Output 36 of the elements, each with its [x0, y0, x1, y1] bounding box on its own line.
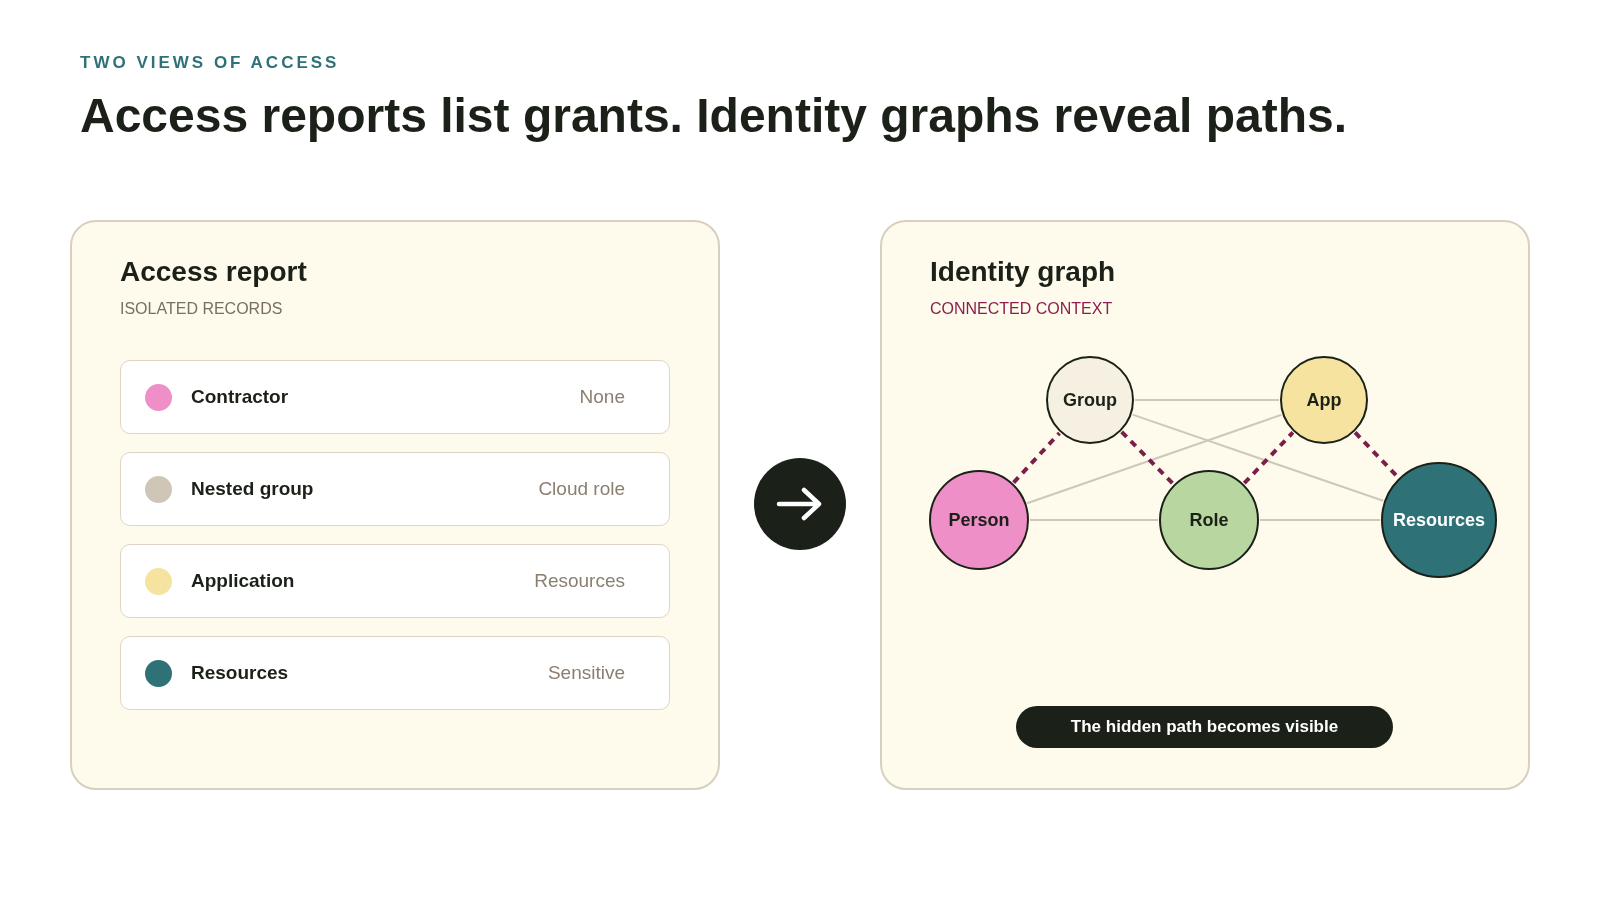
connector-line	[1026, 413, 1283, 505]
dashed-connector	[1242, 431, 1295, 485]
eyebrow-label: TWO VIEWS OF ACCESS	[80, 53, 340, 73]
callout-text: The hidden path becomes visible	[1070, 717, 1339, 737]
card-title: Identity graph	[930, 256, 1116, 288]
record-value: Sensitive	[547, 662, 625, 684]
card-panel	[70, 220, 720, 790]
page-title: Access reports list grants. Identity graphs reveal paths.	[80, 88, 1348, 143]
card-panel	[880, 220, 1530, 790]
record-row	[120, 636, 670, 710]
record-value: None	[579, 386, 625, 408]
connector-line	[1029, 519, 1159, 521]
node-label: Group	[1063, 389, 1117, 411]
card-title: Access report	[120, 256, 307, 288]
record-value: Cloud role	[538, 478, 625, 500]
dashed-connector	[1120, 430, 1175, 486]
record-row	[120, 452, 670, 526]
card-subtitle: ISOLATED RECORDS	[120, 300, 283, 318]
dashed-connector	[1353, 431, 1400, 479]
record-row	[120, 360, 670, 434]
card-subtitle: CONNECTED CONTEXT	[930, 300, 1113, 318]
connector-line	[1131, 413, 1385, 502]
connector-line	[1259, 519, 1381, 521]
record-name: Resources	[191, 662, 289, 684]
node-label: Role	[1189, 509, 1229, 531]
record-row	[120, 544, 670, 618]
callout-pill	[1016, 706, 1393, 748]
record-value: Resources	[534, 570, 625, 592]
node-label: Person	[948, 509, 1010, 531]
record-name: Nested group	[191, 478, 314, 500]
record-name: Contractor	[191, 386, 289, 408]
node-label: Resources	[1392, 509, 1486, 531]
node-label: App	[1306, 389, 1342, 411]
record-name: Application	[191, 570, 295, 592]
dashed-connector	[1012, 431, 1061, 484]
connector-line	[1134, 399, 1280, 401]
